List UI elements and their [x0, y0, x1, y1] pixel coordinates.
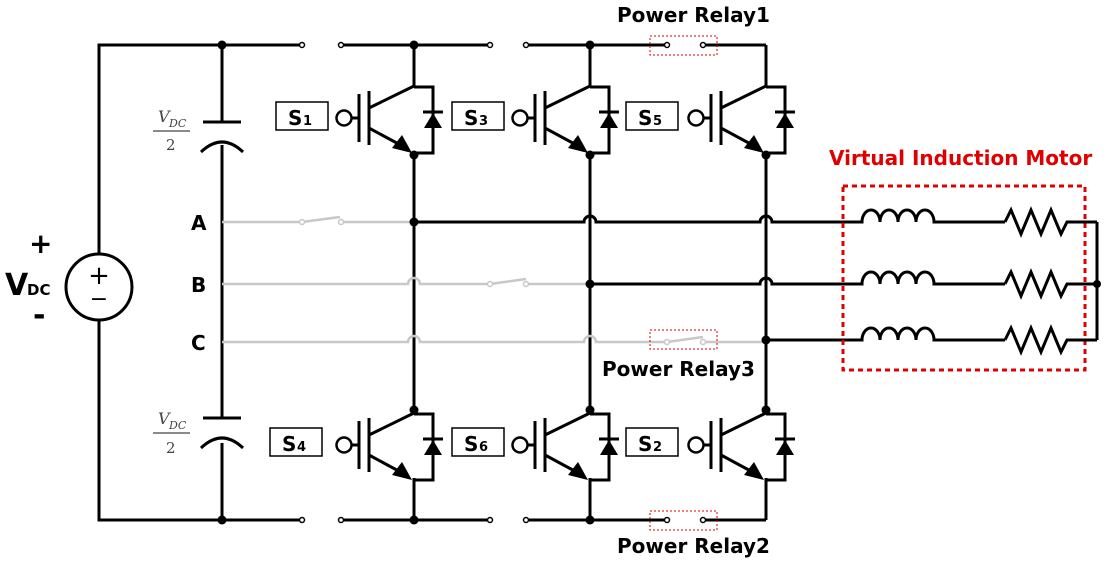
gate-terminal: [511, 109, 529, 127]
igbt-cell: [687, 81, 795, 155]
source-label-sub: DC: [27, 281, 50, 299]
switch-s3-sub: 3: [479, 114, 488, 129]
inductor-a: [855, 208, 1005, 224]
relay-contacts: [298, 41, 707, 524]
phase-label-c: C: [191, 331, 206, 355]
cap-num-sub: DC: [168, 117, 187, 130]
diode-icon: [424, 440, 442, 455]
switch-s1-sub: 1: [303, 114, 312, 129]
motor-boundary: [841, 184, 1087, 372]
diode-icon: [600, 113, 618, 128]
cap-den: 2: [166, 136, 176, 154]
diode-icon: [600, 440, 618, 455]
gate-terminal: [335, 109, 353, 127]
switch-s2-main: S: [638, 432, 652, 456]
igbt-cell: [335, 81, 443, 155]
resistor-b: [1003, 268, 1097, 300]
diode-icon: [776, 113, 794, 128]
relay1-highlight: [649, 35, 718, 56]
resistor-c: [1003, 324, 1097, 356]
dc-voltage-source: + −: [64, 252, 134, 322]
power-relay2-label: Power Relay2: [617, 534, 770, 558]
igbt-cell: [335, 408, 443, 482]
igbt-cell: [687, 408, 795, 482]
gate-terminal: [335, 436, 353, 454]
source-symbol-plus: +: [88, 261, 110, 291]
resistor-a: [1003, 206, 1097, 238]
inactive-phase-wires: [222, 215, 766, 344]
phase-output-wires: [414, 214, 855, 342]
source-plus-label: +: [29, 227, 52, 260]
phase-label-a: A: [191, 211, 207, 235]
phase-label-b: B: [191, 273, 206, 297]
source-minus-label: -: [33, 298, 45, 333]
igbt-switches: [335, 81, 795, 482]
power-relay1-label: Power Relay1: [617, 3, 770, 27]
capacitor-label-bottom: V DC 2: [153, 409, 190, 457]
cap-num-sub: DC: [168, 419, 187, 432]
switch-s3-main: S: [464, 106, 478, 130]
switch-labels: S 1 S 3 S 5 S 4 S 6 S 2: [269, 101, 679, 457]
motor-title: Virtual Induction Motor: [829, 146, 1092, 170]
power-relay3-label: Power Relay3: [602, 357, 755, 381]
switch-s4-main: S: [282, 432, 296, 456]
gate-terminal: [511, 436, 529, 454]
capacitor-top: [199, 120, 245, 154]
switch-s6-main: S: [464, 432, 478, 456]
inductor-c: [855, 326, 1005, 342]
source-label-main: V: [5, 268, 29, 303]
gate-terminal: [687, 109, 705, 127]
motor-windings: [855, 206, 1099, 356]
gate-terminal: [687, 436, 705, 454]
switch-s1-main: S: [288, 106, 302, 130]
relay3-highlight: [649, 329, 718, 350]
dc-bus-wires: [97, 43, 766, 522]
source-symbol-minus: −: [90, 287, 108, 312]
switch-s5-main: S: [638, 106, 652, 130]
diode-icon: [424, 113, 442, 128]
cap-den: 2: [166, 439, 176, 457]
relay2-highlight: [649, 510, 718, 531]
igbt-cell: [511, 81, 619, 155]
switch-s4-sub: 4: [297, 440, 306, 455]
igbt-cell: [511, 408, 619, 482]
inductor-b: [855, 270, 1005, 286]
cap-num-main: V: [158, 107, 171, 126]
cap-num-main: V: [158, 409, 171, 428]
capacitor-label-top: V DC 2: [153, 107, 190, 154]
diode-icon: [776, 440, 794, 455]
switch-s5-sub: 5: [653, 114, 662, 129]
capacitor-bottom: [199, 416, 245, 450]
switch-s2-sub: 2: [653, 440, 662, 455]
switch-s6-sub: 6: [479, 440, 488, 455]
